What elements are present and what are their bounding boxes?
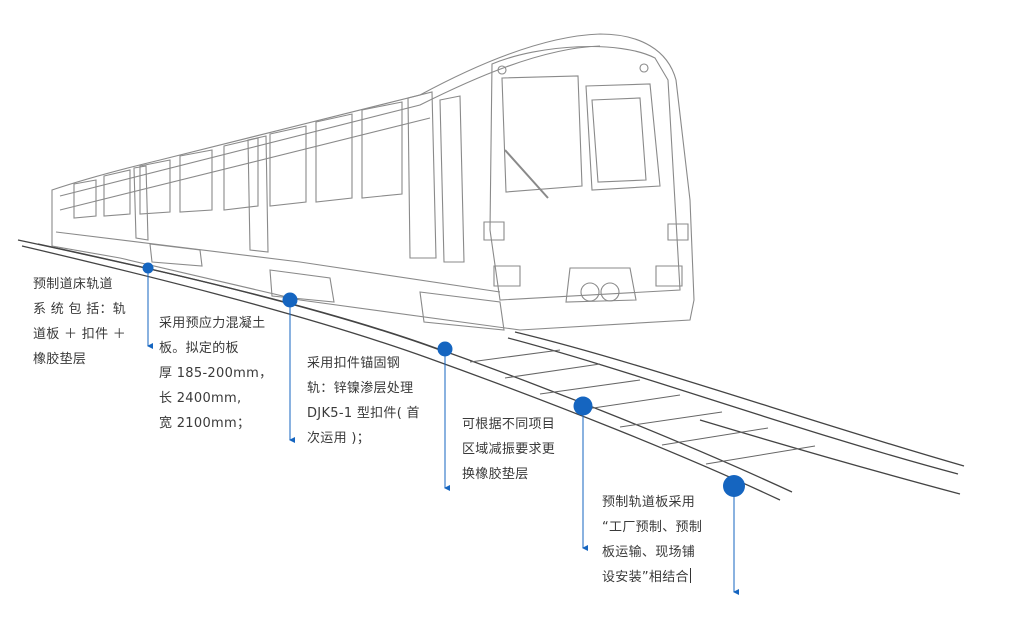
marker-dot-3 [437, 341, 453, 357]
annotation-prefabrication: 预制轨道板采用 “工厂预制、预制 板运输、现场铺 设安装”相结合 [602, 495, 703, 585]
marker-dot-1 [142, 262, 154, 274]
marker-dot-4 [573, 396, 593, 416]
marker-dot-5 [723, 475, 745, 497]
leader-lines [147, 268, 739, 595]
marker-dots [142, 262, 745, 497]
annotation-prestressed-slab: 采用预应力混凝土 板。拟定的板 厚 185-200mm， 长 2400mm, 宽… [159, 316, 273, 431]
annotation-system-composition: 预制道床轨道 系 统 包 括：轨 道板 ＋ 扣件 ＋ 橡胶垫层 [33, 277, 127, 367]
metro-train-icon [51, 33, 695, 331]
railway-track-icon [17, 239, 965, 501]
annotation-rubber-layer: 可根据不同项目 区域减振要求更 换橡胶垫层 [462, 417, 556, 482]
annotation-fastener: 采用扣件锚固钢 轨：锌镍渗层处理 DJK5-1 型扣件( 首 次运用 )； [307, 356, 420, 446]
marker-dot-2 [282, 292, 298, 308]
text-caret [689, 568, 691, 583]
